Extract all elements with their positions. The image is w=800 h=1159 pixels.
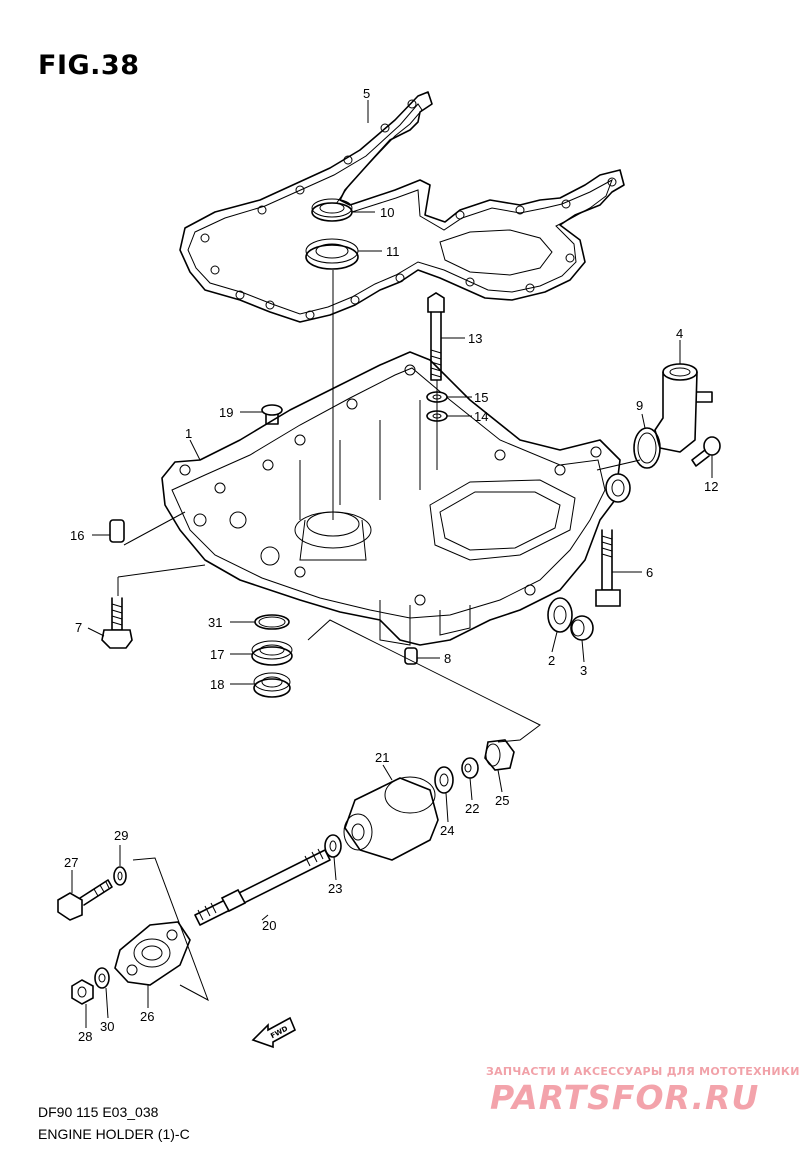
callout-4: 4 [676, 326, 683, 341]
part-bracket-26 [114, 921, 191, 986]
part-bolt-27 [57, 879, 113, 921]
part-washer-29 [113, 866, 127, 886]
part-washer-23 [324, 834, 342, 858]
callout-11: 11 [386, 244, 400, 259]
part-oil-seal-10 [311, 198, 353, 222]
watermark-logo: PARTSFOR.RU [490, 1078, 760, 1117]
callout-9: 9 [636, 398, 643, 413]
part-washer-2 [547, 597, 573, 633]
callout-22: 22 [465, 801, 479, 816]
figure-title: FIG.38 [38, 50, 140, 81]
callout-1: 1 [185, 426, 192, 441]
callout-6: 6 [646, 565, 653, 580]
callout-3: 3 [580, 663, 587, 678]
part-mount-21 [343, 776, 439, 861]
fwd-arrow-icon: FWD [251, 1016, 297, 1049]
callout-21: 21 [375, 750, 389, 765]
part-stud-20 [194, 848, 331, 926]
part-bolt-6 [595, 529, 621, 607]
callout-14: 14 [474, 409, 488, 424]
part-bolt-13 [427, 292, 445, 381]
callout-15: 15 [474, 390, 488, 405]
part-gasket-5 [179, 91, 625, 323]
callout-18: 18 [210, 677, 224, 692]
callout-13: 13 [468, 331, 482, 346]
callout-16: 16 [70, 528, 84, 543]
callout-29: 29 [114, 828, 128, 843]
figure-code: DF90 115 E03_038 [38, 1104, 159, 1120]
part-plug-3 [570, 615, 594, 641]
part-washer-30 [94, 967, 110, 989]
callout-27: 27 [64, 855, 78, 870]
part-washer-24 [434, 766, 454, 794]
part-seal-18 [253, 672, 291, 698]
part-bolt-7 [101, 597, 133, 649]
part-nut-22 [461, 757, 479, 779]
part-circlip-31 [254, 614, 290, 630]
part-dowel-16 [109, 519, 125, 543]
part-oil-seal-11 [305, 238, 359, 270]
callout-30: 30 [100, 1019, 114, 1034]
callout-8: 8 [444, 651, 451, 666]
part-collar-25 [484, 739, 515, 771]
callout-31: 31 [208, 615, 222, 630]
callout-12: 12 [704, 479, 718, 494]
callout-10: 10 [380, 205, 394, 220]
assembly-guide-lines [117, 270, 641, 1002]
part-engine-holder-1 [161, 351, 631, 646]
callout-numbers: 5 10 11 13 15 14 19 1 4 9 12 16 7 6 2 3 … [64, 86, 718, 1044]
callout-5: 5 [363, 86, 370, 101]
callout-28: 28 [78, 1029, 92, 1044]
part-pin-8 [404, 647, 418, 665]
callout-19: 19 [219, 405, 233, 420]
part-nut-28 [71, 979, 94, 1005]
callout-23: 23 [328, 881, 342, 896]
callout-20: 20 [262, 918, 276, 933]
callout-leaders [71, 100, 713, 1028]
callout-7: 7 [75, 620, 82, 635]
callout-25: 25 [495, 793, 509, 808]
callout-26: 26 [140, 1009, 154, 1024]
part-bearing-17 [251, 640, 293, 666]
watermark-tagline: ЗАПЧАСТИ И АКСЕССУАРЫ ДЛЯ МОТОТЕХНИКИ [486, 1065, 800, 1078]
callout-17: 17 [210, 647, 224, 662]
part-o-ring-9 [633, 427, 661, 469]
part-bolt-12 [691, 436, 721, 467]
callout-2: 2 [548, 653, 555, 668]
callout-24: 24 [440, 823, 454, 838]
figure-caption: ENGINE HOLDER (1)-C [38, 1126, 190, 1142]
part-fitting-4 [654, 363, 713, 453]
part-plug-19 [261, 404, 283, 425]
